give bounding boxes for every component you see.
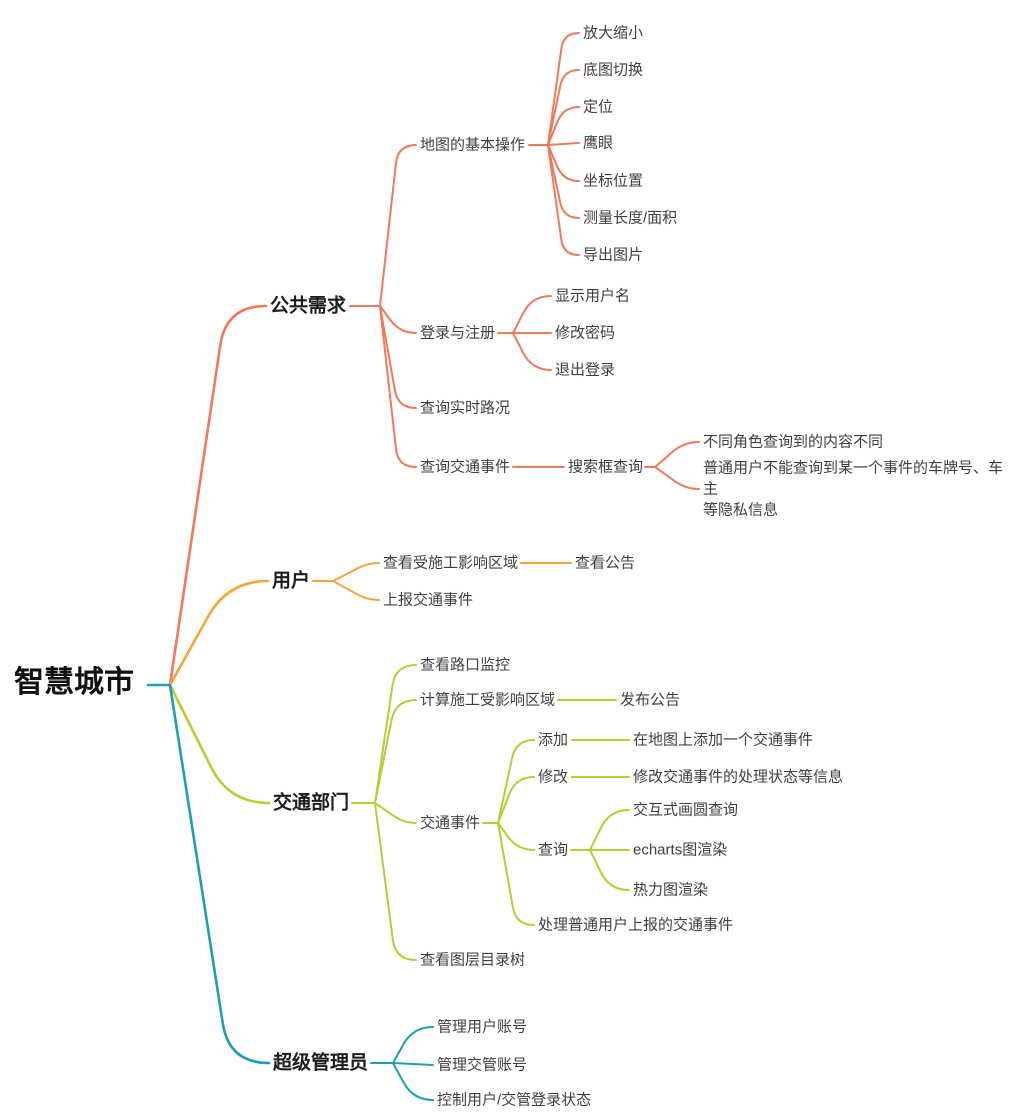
node-realtime-traffic-query[interactable]: 查询实时路况	[420, 399, 511, 417]
node-basemap-switch[interactable]: 底图切换	[583, 61, 644, 79]
node-user[interactable]: 用户	[272, 570, 311, 592]
connector-green	[374, 699, 417, 804]
node-traffic-event[interactable]: 交通事件	[420, 814, 481, 832]
connector-coral	[547, 144, 580, 219]
connector-orange	[332, 580, 380, 601]
node-calc-construction-affected-area[interactable]: 计算施工受影响区域	[420, 691, 556, 709]
node-modify[interactable]: 修改	[538, 768, 569, 786]
connector-teal	[392, 1062, 434, 1066]
connector-green	[497, 739, 535, 824]
connector-coral	[379, 305, 417, 334]
connector-coral	[512, 332, 552, 371]
connector-coral	[547, 144, 580, 182]
node-measure-length-area[interactable]: 测量长度/面积	[583, 209, 678, 227]
connector-coral	[547, 142, 580, 146]
connector-teal	[392, 1026, 434, 1064]
connector-green	[589, 809, 630, 851]
connector-teal	[168, 683, 271, 1065]
node-publish-announcement[interactable]: 发布公告	[620, 691, 681, 709]
connector-green	[374, 802, 417, 824]
node-privacy-restriction[interactable]: 普通用户不能查询到某一个事件的车牌号、车主 等隐私信息	[703, 459, 1004, 519]
node-zoom-in-out[interactable]: 放大缩小	[583, 24, 644, 42]
connector-coral	[547, 106, 580, 146]
node-smart-city[interactable]: 智慧城市	[14, 666, 134, 699]
connector-coral	[512, 295, 552, 334]
connector-coral	[379, 305, 417, 409]
connector-green	[497, 822, 535, 851]
connector-coral	[547, 32, 580, 146]
node-report-traffic-event[interactable]: 上报交通事件	[383, 591, 474, 609]
node-locate[interactable]: 定位	[583, 98, 614, 116]
connector-coral	[654, 466, 700, 490]
node-add[interactable]: 添加	[538, 731, 569, 749]
node-login-register[interactable]: 登录与注册	[420, 324, 496, 342]
node-traffic-event-query[interactable]: 查询交通事件	[420, 458, 511, 476]
node-role-based-results[interactable]: 不同角色查询到的内容不同	[703, 433, 884, 451]
node-view-announcement[interactable]: 查看公告	[575, 554, 636, 572]
connector-green	[497, 776, 535, 824]
node-public-needs[interactable]: 公共需求	[270, 295, 347, 317]
node-modify-event-status[interactable]: 修改交通事件的处理状态等信息	[633, 768, 844, 786]
connector-teal	[392, 1062, 434, 1101]
node-control-login-status[interactable]: 控制用户/交管登录状态	[437, 1091, 592, 1109]
connector-coral	[379, 305, 417, 468]
connector-orange	[332, 562, 380, 582]
connector-coral	[547, 144, 580, 256]
connector-coral	[379, 144, 417, 307]
connector-green	[374, 664, 417, 804]
node-eagle-eye[interactable]: 鹰眼	[583, 134, 614, 152]
node-coordinate-position[interactable]: 坐标位置	[583, 172, 644, 190]
node-super-admin[interactable]: 超级管理员	[273, 1052, 369, 1074]
node-query[interactable]: 查询	[538, 841, 569, 859]
node-manage-traffic-admin-accounts[interactable]: 管理交管账号	[437, 1056, 528, 1074]
connector-green	[497, 822, 535, 926]
node-interactive-circle-query[interactable]: 交互式画圆查询	[633, 801, 739, 819]
connector-green	[589, 849, 630, 891]
node-search-box-query[interactable]: 搜索框查询	[568, 458, 644, 476]
node-logout[interactable]: 退出登录	[555, 361, 616, 379]
node-handle-user-reported-events[interactable]: 处理普通用户上报的交通事件	[538, 916, 734, 934]
node-show-username[interactable]: 显示用户名	[555, 287, 631, 305]
connector-green	[374, 802, 417, 961]
connector-orange	[168, 579, 270, 687]
node-export-image[interactable]: 导出图片	[583, 246, 644, 264]
node-heatmap-render[interactable]: 热力图渲染	[633, 881, 709, 899]
node-map-basic-ops[interactable]: 地图的基本操作	[420, 136, 526, 154]
node-add-event-on-map[interactable]: 在地图上添加一个交通事件	[633, 731, 814, 749]
connector-coral	[168, 304, 268, 687]
connector-coral	[547, 69, 580, 146]
node-traffic-dept[interactable]: 交通部门	[273, 792, 350, 814]
node-change-password[interactable]: 修改密码	[555, 324, 616, 342]
node-view-intersection-monitor[interactable]: 查看路口监控	[420, 656, 511, 674]
node-view-layer-tree[interactable]: 查看图层目录树	[420, 951, 526, 969]
connector-coral	[654, 441, 700, 468]
node-echarts-render[interactable]: echarts图渲染	[633, 841, 728, 859]
connector-green	[168, 683, 271, 805]
node-manage-user-accounts[interactable]: 管理用户账号	[437, 1018, 528, 1036]
node-view-construction-affected-area[interactable]: 查看受施工影响区域	[383, 554, 519, 572]
